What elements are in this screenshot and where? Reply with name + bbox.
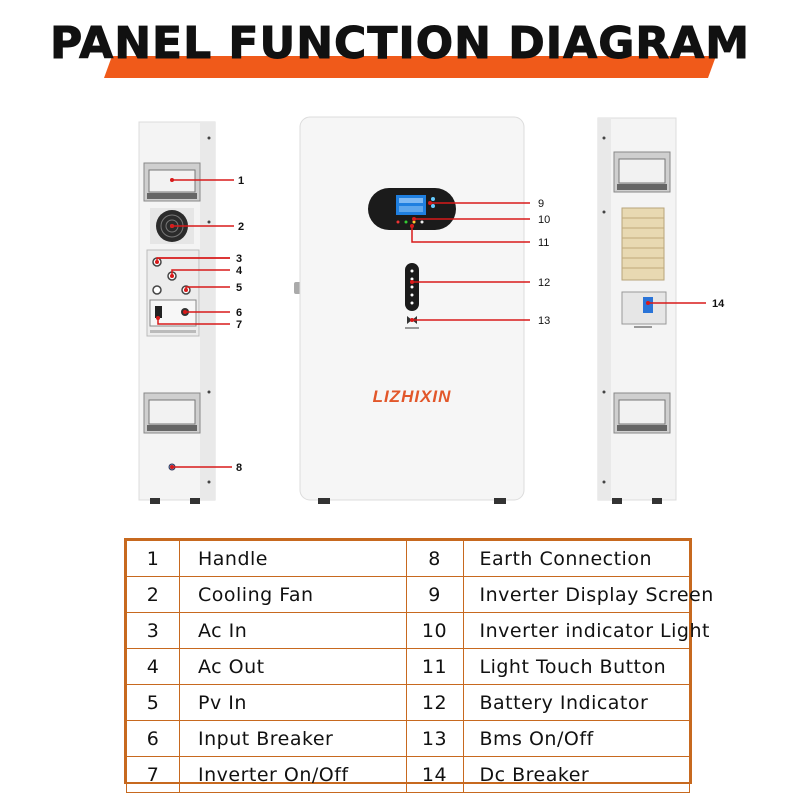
legend-left-label: Ac Out — [179, 648, 407, 685]
callout-5: 5 — [236, 282, 242, 294]
legend-left-num: 6 — [126, 720, 180, 757]
legend-left-label: Input Breaker — [179, 720, 407, 757]
legend-left-label: Handle — [179, 540, 407, 577]
legend-right-label: Earth Connection — [462, 540, 690, 577]
callout-4: 4 — [236, 265, 243, 277]
callout-labels: 1 2 3 4 5 6 7 8 9 10 11 12 13 14 — [236, 175, 725, 474]
vent-grille — [621, 207, 665, 281]
legend-right-num: 11 — [405, 648, 464, 685]
page-title: PANEL FUNCTION DIAGRAM — [49, 18, 751, 70]
connector-panel — [146, 249, 200, 337]
battery-indicator — [405, 263, 419, 311]
legend-right-label: Light Touch Button — [462, 648, 690, 685]
callout-1: 1 — [238, 175, 244, 187]
title-banner: PANEL FUNCTION DIAGRAM — [0, 0, 800, 100]
legend-right-label: Bms On/Off — [462, 720, 690, 757]
callout-9: 9 — [538, 198, 544, 210]
callout-10: 10 — [538, 214, 550, 226]
panel-diagram: LIZHIXIN — [138, 116, 725, 504]
leader-points — [155, 178, 650, 469]
legend-right-num: 13 — [405, 720, 464, 757]
legend-left-num: 1 — [126, 540, 180, 577]
callout-6: 6 — [236, 307, 242, 319]
legend-right-num: 14 — [405, 756, 464, 793]
handle-bottom-left — [143, 392, 201, 434]
legend-left-label: Pv In — [179, 684, 407, 721]
callout-11: 11 — [538, 237, 549, 249]
callout-3: 3 — [236, 253, 242, 265]
inverter-display — [368, 188, 456, 230]
front-panel: LIZHIXIN — [294, 116, 525, 504]
legend-right-label: Inverter indicator Light — [462, 612, 709, 649]
handle-top-right — [613, 151, 671, 193]
legend-left-num: 3 — [126, 612, 180, 649]
right-side-panel — [597, 117, 677, 504]
legend-left-label: Ac In — [179, 612, 407, 649]
callout-13: 13 — [538, 315, 550, 327]
callout-8: 8 — [236, 462, 242, 474]
legend-left-num: 4 — [126, 648, 180, 685]
legend-left-label: Inverter On/Off — [179, 756, 407, 793]
legend-right-num: 9 — [405, 576, 464, 613]
legend-right-num: 10 — [405, 612, 464, 649]
legend-right-label: Dc Breaker — [462, 756, 690, 793]
callout-12: 12 — [538, 277, 550, 289]
left-side-panel — [138, 121, 216, 504]
legend-left-num: 2 — [126, 576, 180, 613]
legend-left-label: Cooling Fan — [179, 576, 407, 613]
legend-right-num: 8 — [405, 540, 464, 577]
legend-right-label: Battery Indicator — [462, 684, 690, 721]
callout-2: 2 — [238, 221, 244, 233]
legend-left-num: 5 — [126, 684, 180, 721]
legend-right-num: 12 — [405, 684, 464, 721]
callout-7: 7 — [236, 319, 242, 331]
callout-14: 14 — [712, 298, 725, 310]
handle-bottom-right — [613, 392, 671, 434]
brand-logo: LIZHIXIN — [373, 387, 452, 406]
legend-left-num: 7 — [126, 756, 180, 793]
legend-right-label: Inverter Display Screen — [462, 576, 713, 613]
dc-breaker — [621, 291, 667, 328]
